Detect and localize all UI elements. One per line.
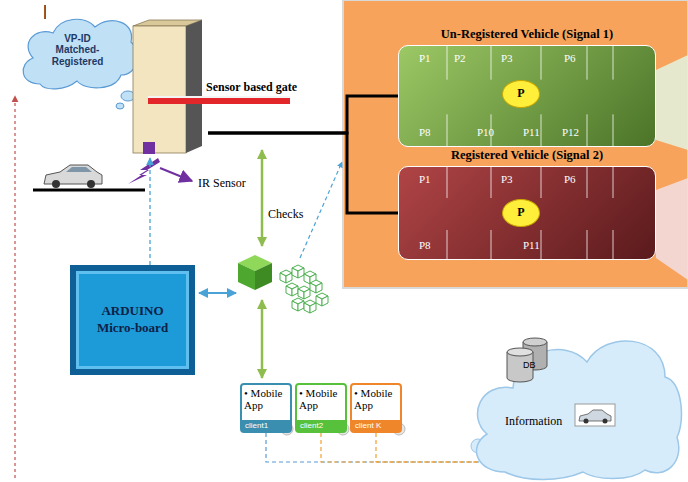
slot-number: P6	[564, 52, 576, 64]
database-cloud: Information DB	[465, 322, 688, 477]
node-text: DB	[523, 360, 536, 370]
database-cloud-shape	[465, 322, 688, 477]
data-link	[266, 433, 493, 462]
database-icon: DB	[503, 336, 553, 386]
app-box: • Mobile App client K	[350, 383, 402, 433]
slot-number: P12	[562, 126, 579, 138]
check-arrow	[261, 150, 264, 246]
node-text: P	[517, 85, 524, 104]
slot-number: P3	[501, 52, 513, 64]
slot-number: P8	[419, 126, 431, 138]
node-text: • Mobile App	[352, 385, 400, 411]
slot-number: P11	[523, 126, 540, 138]
sensor-label: IR Sensor	[198, 176, 246, 191]
app-box: • Mobile App client2	[295, 383, 347, 433]
slot-number: P8	[419, 239, 431, 251]
road-line	[33, 189, 145, 192]
sensor-gate-shape	[128, 18, 208, 158]
thought-bubble	[116, 103, 124, 109]
lot-area: P P1 P3 P6P8 P11	[398, 166, 656, 260]
gate-link	[208, 133, 398, 213]
lot-area: P P1 P2 P3 P6P8 P10 P11 P12	[398, 45, 656, 147]
node-text: Un-Registered Vehicle (Signal 1)	[398, 26, 656, 45]
node-subtext: client K	[352, 420, 400, 431]
node-text: Information	[505, 414, 562, 429]
data-link	[376, 433, 493, 462]
cube-cluster	[280, 265, 328, 313]
node-text: • Mobile App	[297, 385, 345, 411]
node-text: VP-ID Matched-Registered	[46, 33, 110, 68]
signal-beam	[656, 178, 688, 280]
data-arrow	[199, 292, 236, 294]
slot-number: P11	[523, 239, 540, 251]
node-text: Registered Vehicle (Signal 2)	[398, 147, 656, 166]
node-text: Sensor based gate	[206, 80, 297, 95]
thought-cloud: VP-ID Matched-Registered	[15, 12, 140, 92]
node-subtext: client1	[242, 420, 290, 431]
car-icon	[44, 165, 102, 188]
feedback-line	[14, 96, 15, 478]
node-text: ARDUINO Micro-board	[83, 303, 183, 337]
parking-panel	[343, 0, 688, 288]
slot-number: P3	[501, 173, 513, 185]
node-text: P	[517, 204, 524, 223]
slot-number: P6	[564, 173, 576, 185]
parking-lot: Registered Vehicle (Signal 2) P P1 P3 P6P8 P1…	[398, 147, 656, 262]
leader-line	[160, 168, 192, 181]
data-link	[321, 433, 493, 462]
sensor-gate: Sensor based gate	[128, 18, 208, 158]
parking-lot: Un-Registered Vehicle (Signal 1)PP1P2P3P…	[398, 26, 656, 147]
parking-marker: P	[502, 80, 540, 108]
slot-number: P1	[419, 52, 431, 64]
check-arrow	[261, 300, 264, 378]
parking-marker: P	[502, 199, 540, 227]
node-text: • Mobile App	[242, 385, 290, 411]
signal-beam	[656, 55, 688, 150]
slot-number: P1	[419, 173, 431, 185]
signal-line	[300, 162, 342, 258]
ir-beam	[128, 158, 160, 184]
processing-cube	[238, 255, 272, 290]
node-subtext: client2	[297, 420, 345, 431]
arrow-label: Checks	[268, 207, 303, 222]
app-box: • Mobile App client1	[240, 383, 292, 433]
slot-number: P10	[477, 126, 494, 138]
cursor-mark: |	[43, 2, 47, 19]
slot-number: P2	[454, 52, 466, 64]
controller-box: ARDUINO Micro-board	[70, 265, 195, 375]
data-link	[149, 158, 150, 265]
